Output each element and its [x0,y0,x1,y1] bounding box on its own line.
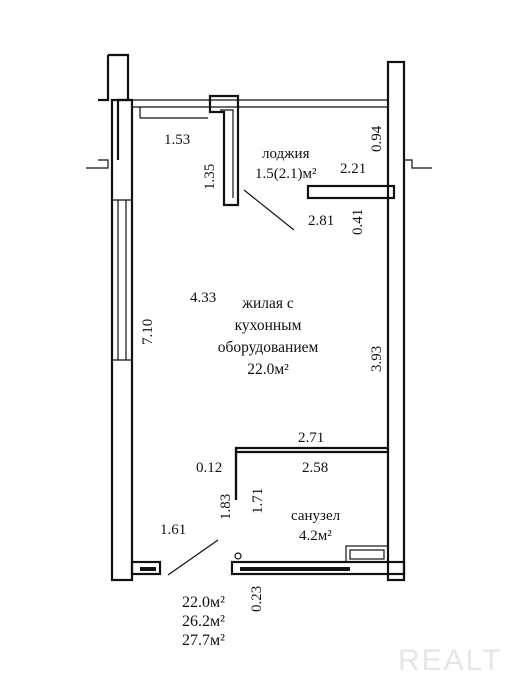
dim-1-71: 1.71 [250,488,266,514]
dim-0-94: 0.94 [369,125,385,152]
room-labels: лоджия 1.5(2.1)м² жилая с кухонным обору… [218,146,341,544]
dim-0-12: 0.12 [196,460,222,476]
dim-1-35: 1.35 [202,164,218,190]
dim-2-58: 2.58 [302,460,328,476]
total-living: 22.0м² [182,594,225,611]
dim-2-21: 2.21 [340,161,366,177]
dim-0-41: 0.41 [350,209,366,235]
bathroom-name: санузел [291,508,341,524]
dim-1-83: 1.83 [218,494,234,520]
living-line2: кухонным [235,317,302,334]
dim-3-93: 3.93 [369,346,385,372]
dim-2-81: 2.81 [308,213,334,229]
loggia-name: лоджия [262,146,310,162]
dim-0-23: 0.23 [249,586,265,612]
walls [86,53,432,582]
total-with-loggia: 27.7м² [182,632,225,649]
total-area: 26.2м² [182,613,225,630]
dim-7-10: 7.10 [140,319,156,345]
living-line1: жилая с [241,295,294,312]
leader-lines [140,117,295,576]
dimension-labels: 1.53 1.35 0.94 2.21 2.81 0.41 4.33 7.10 … [140,125,385,612]
loggia-area: 1.5(2.1)м² [255,166,317,182]
dim-1-53: 1.53 [164,132,190,148]
dim-4-33: 4.33 [190,290,216,306]
dim-1-61: 1.61 [160,522,186,538]
watermark-logo: REALT [398,644,502,677]
dim-2-71: 2.71 [298,430,324,446]
living-area: 22.0м² [247,361,289,378]
area-totals: 22.0м² 26.2м² 27.7м² [182,594,225,649]
living-line3: оборудованием [218,339,319,356]
bathroom-area: 4.2м² [299,528,332,544]
